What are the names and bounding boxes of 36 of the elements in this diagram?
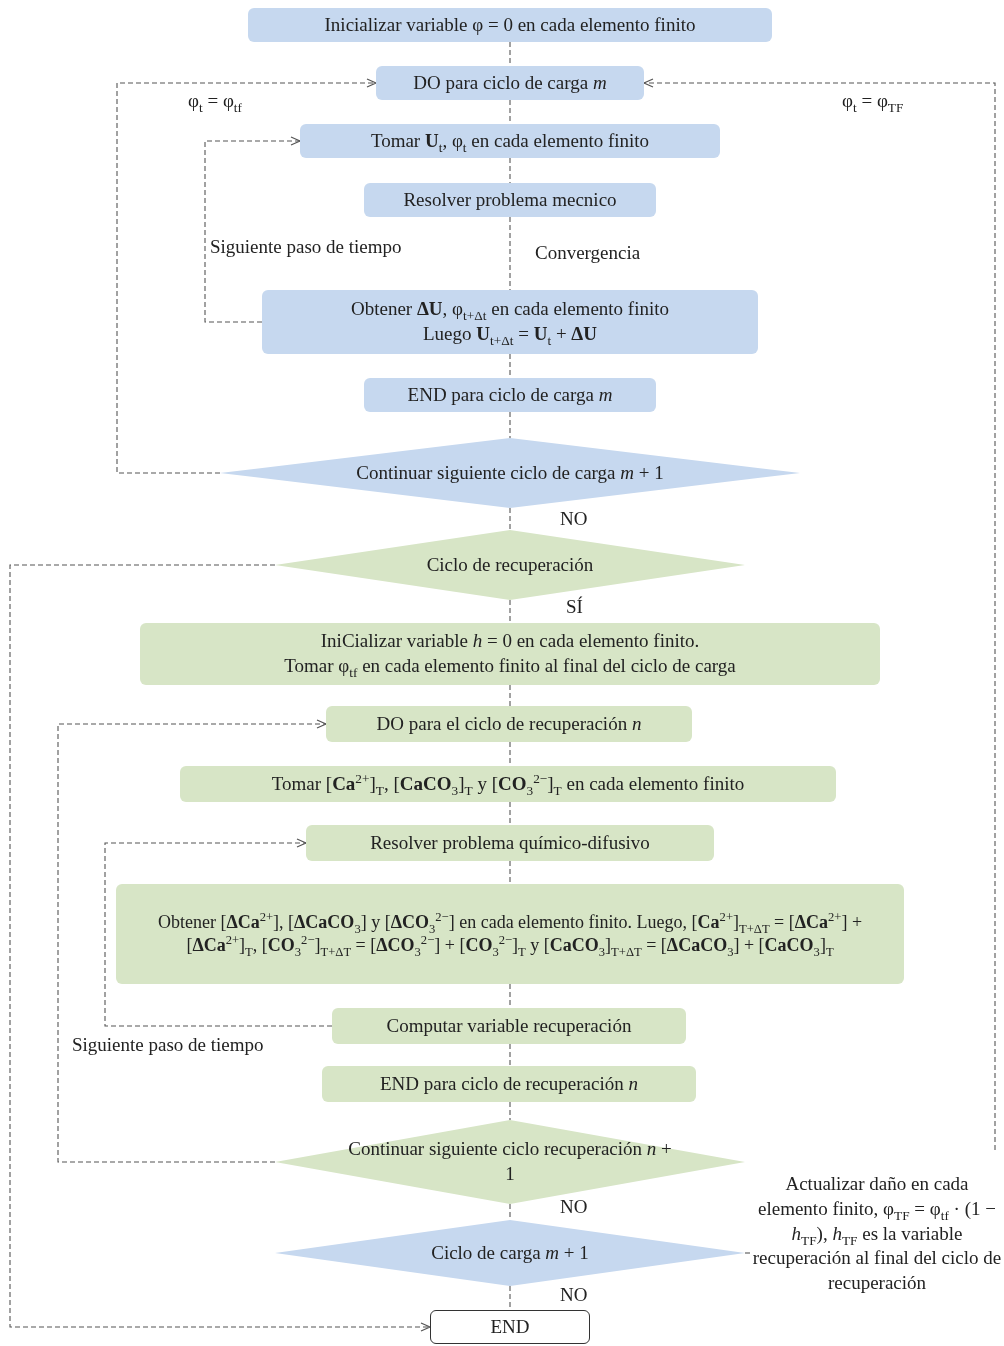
box-text: IniCializar variable h = 0 en cada elemento finito.	[320, 629, 700, 654]
process-box: END para ciclo de recuperación n	[322, 1066, 696, 1102]
process-box: Obtener [ΔCa$^{2+}$], [ΔCaCO$_{3}$] y [ΔCO$_{3}$$^{2−}$] en cada elemento finito. Luego, [Ca$^{2+}$]$_{T+ΔT}$ = [ΔCa$^{2+}$] + [ΔCa$^{2+}$]$_{T}$, [CO$_{3}$$^{2−}$]$_{T+ΔT}$ = [ΔCO$_{3}$$^{2−}$] + [CO$_{3}$$^{2−}$]$_{T}$ y [CaCO$_{3}$]$_{T+ΔT}$ = [ΔCaCO$_{3}$] + [CaCO$_{3}$]$_{T}$	[116, 884, 904, 984]
process-box	[140, 623, 880, 685]
dashed-arrow	[116, 78, 377, 474]
dashed-connector	[509, 801, 511, 826]
dashed-connector	[744, 1252, 753, 1254]
dashed-connector	[509, 411, 511, 439]
process-box: Tomar [Ca$^{2+}$]$_{T}$, [CaCO$_{3}$]$_{T}$ y [CO$_{3}$$^{2−}$]$_{T}$ en cada elemento finito	[180, 766, 836, 802]
process-box: Tomar U$_{t}$, φ$_{t}$ en cada elemento finito	[300, 124, 720, 158]
terminal-box: END	[430, 1310, 590, 1344]
dashed-arrow	[204, 136, 301, 323]
box-text: Luego U$_{t+Δt}$ = U$_{t}$ + ΔU	[423, 322, 597, 347]
dashed-connector	[509, 599, 511, 624]
dashed-arrow	[57, 719, 327, 1163]
process-box: Resolver problema químico-difusivo	[306, 825, 714, 861]
dashed-connector	[509, 157, 511, 184]
note-text: Actualizar daño en cada elemento finito, φ$_{TF}$ = φ$_{tf}$ · (1 − h$_{TF}$), h$_{TF}$ es la variable recuperación al final del ciclo de recuperación	[752, 1150, 1002, 1318]
dashed-arrow	[9, 564, 431, 1332]
dashed-arrow	[104, 838, 333, 1027]
dashed-connector	[509, 684, 511, 707]
process-box: Inicializar variable φ = 0 en cada elemento finito	[248, 8, 772, 42]
dashed-arrow	[643, 78, 996, 1151]
dashed-connector	[509, 860, 511, 885]
process-box: Computar variable recuperación	[332, 1008, 686, 1044]
dashed-connector	[509, 216, 511, 291]
process-box: DO para ciclo de carga m	[376, 66, 644, 100]
process-box: Resolver problema mecnico	[364, 183, 656, 217]
process-box: END para ciclo de carga m	[364, 378, 656, 412]
dashed-connector	[509, 507, 511, 531]
process-box	[262, 290, 758, 354]
box-text: Tomar φ$_{tf}$ en cada elemento finito al final del ciclo de carga	[284, 654, 736, 679]
box-text: Obtener ΔU, φ$_{t+Δt}$ en cada elemento finito	[350, 297, 670, 322]
dashed-connector	[509, 1043, 511, 1067]
process-box: DO para el ciclo de recuperación n	[326, 706, 692, 742]
dashed-connector	[509, 1101, 511, 1121]
